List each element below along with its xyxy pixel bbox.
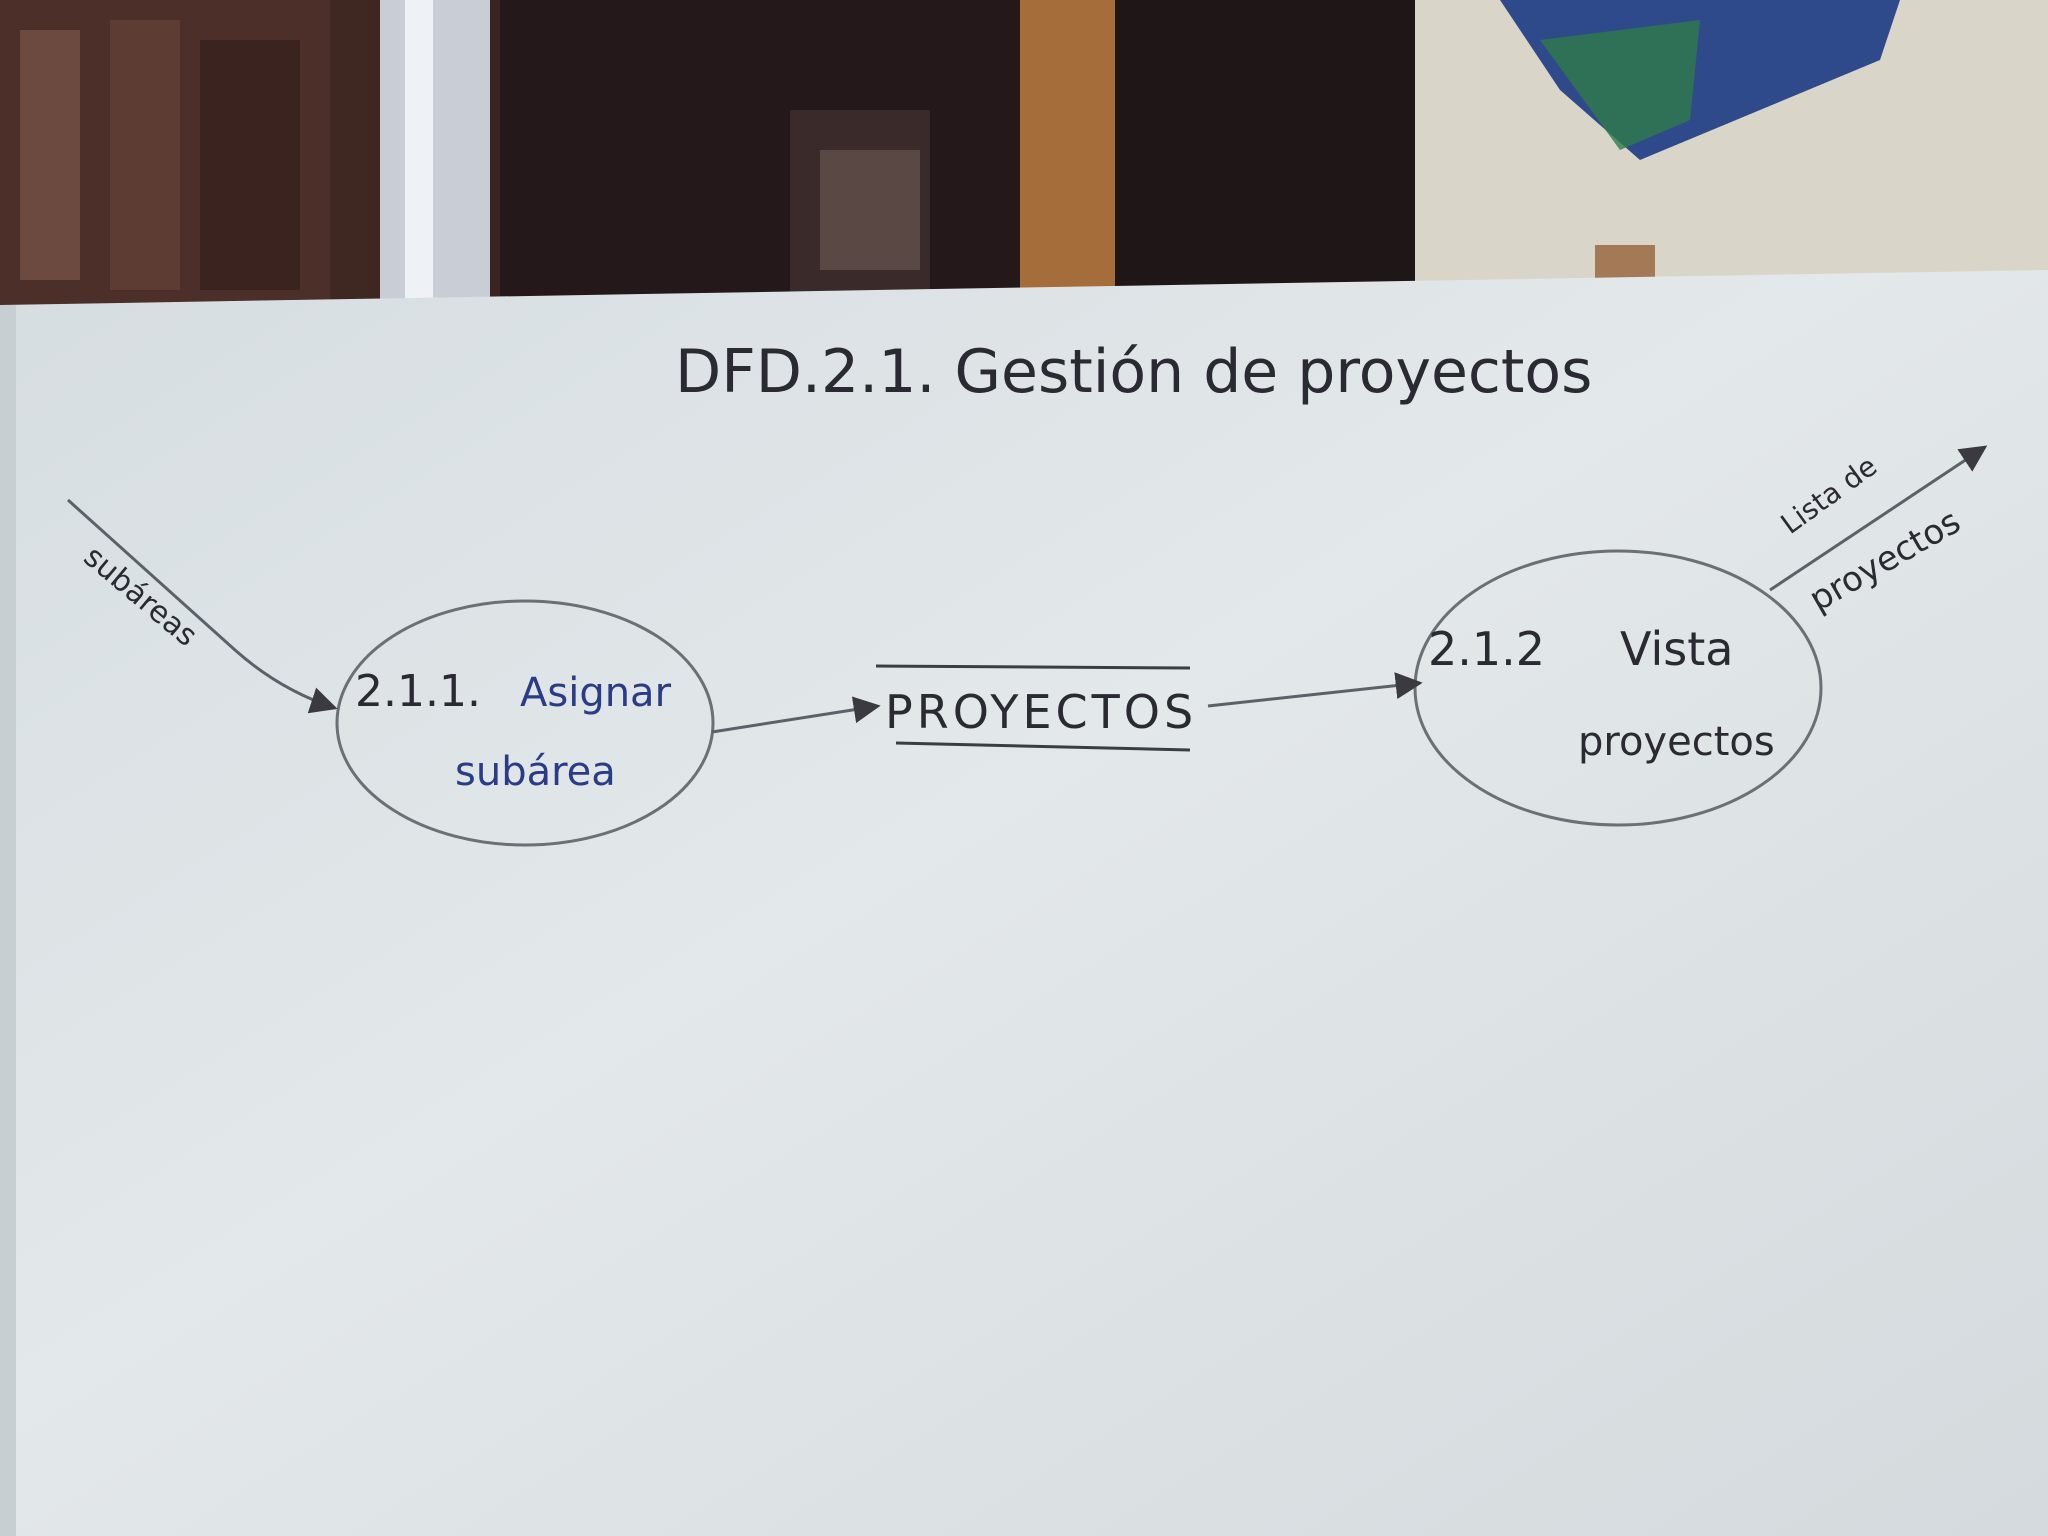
- window-light: [380, 0, 490, 305]
- flow-arrow-to-store: [711, 696, 881, 734]
- process-asignar-subarea: 2.1.1. Asignar subárea: [335, 599, 715, 847]
- flow-arrow-to-vista: [1207, 672, 1423, 708]
- process-number: 2.1.2: [1428, 622, 1545, 676]
- process-label-line2: proyectos: [1578, 719, 1775, 765]
- process-label-line2: subárea: [455, 749, 616, 795]
- process-label-line1: Asignar: [520, 670, 672, 716]
- whiteboard: [0, 270, 2048, 1536]
- process-label-line1: Vista: [1620, 622, 1733, 676]
- process-vista-proyectos: 2.1.2 Vista proyectos: [1413, 549, 1823, 827]
- diagram-title: DFD.2.1. Gestión de proyectos: [675, 337, 1592, 407]
- wooden-post: [1020, 0, 1115, 305]
- background-room: [0, 0, 2048, 310]
- data-store-label: PROYECTOS: [885, 685, 1197, 739]
- process-number: 2.1.1.: [355, 666, 481, 717]
- data-store-proyectos: PROYECTOS: [875, 664, 1197, 752]
